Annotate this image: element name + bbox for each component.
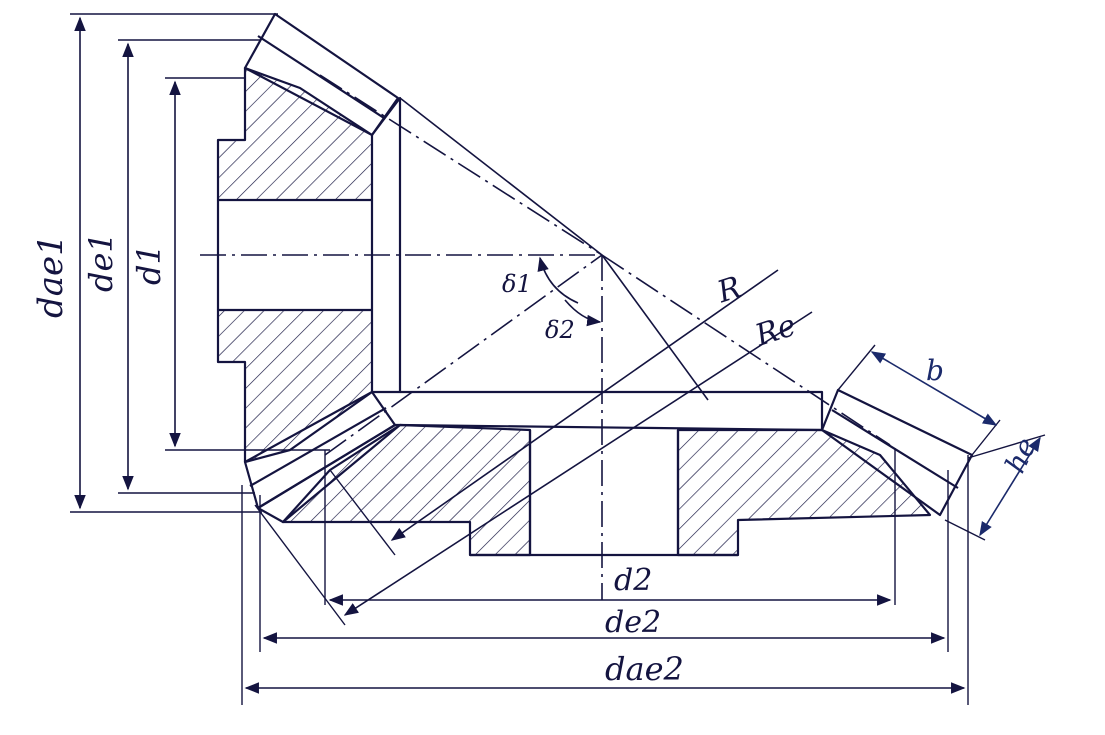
wheel-gear	[256, 388, 974, 557]
cone-generators	[399, 97, 709, 401]
label-delta1: δ1	[502, 270, 532, 298]
label-d2: d2	[614, 563, 652, 598]
labels: dae1 de1 d1 δ1 δ2 R Re b he d2 de2 dae2	[31, 232, 1043, 688]
label-he: he	[998, 433, 1043, 478]
pinion-rim	[371, 96, 402, 394]
dim-r	[390, 269, 779, 541]
pinion-gear	[216, 12, 402, 510]
wheel-hub	[470, 430, 738, 557]
label-delta2: δ2	[545, 316, 575, 344]
dim-he	[979, 436, 1041, 537]
extension-lines	[70, 13, 1046, 705]
label-b: b	[926, 354, 944, 387]
wheel-left-teeth	[256, 423, 402, 524]
pinion-upper-section	[216, 66, 374, 202]
label-dae2: dae2	[605, 650, 684, 688]
label-de1: de1	[82, 232, 120, 292]
label-d1: d1	[130, 244, 168, 285]
label-dae1: dae1	[31, 234, 71, 318]
dim-re	[343, 311, 813, 616]
center-lines	[200, 74, 891, 600]
lower-pitch-cone-line	[324, 254, 603, 456]
wheel-top-face	[399, 390, 824, 432]
pinion-pitch-cone-line	[319, 74, 603, 256]
dim-b	[870, 351, 998, 426]
arc-delta1	[537, 256, 579, 304]
label-r: R	[712, 270, 745, 311]
dimension-lines	[74, 16, 966, 694]
label-de2: de2	[605, 605, 661, 640]
arc-delta2	[564, 299, 602, 327]
dimension-lines-blue	[870, 351, 1041, 537]
wheel-pitch-cone-line	[601, 254, 891, 446]
wheel-right-section	[676, 428, 932, 557]
pinion-lower-section	[216, 308, 374, 464]
pinion-upper-teeth	[243, 12, 400, 137]
